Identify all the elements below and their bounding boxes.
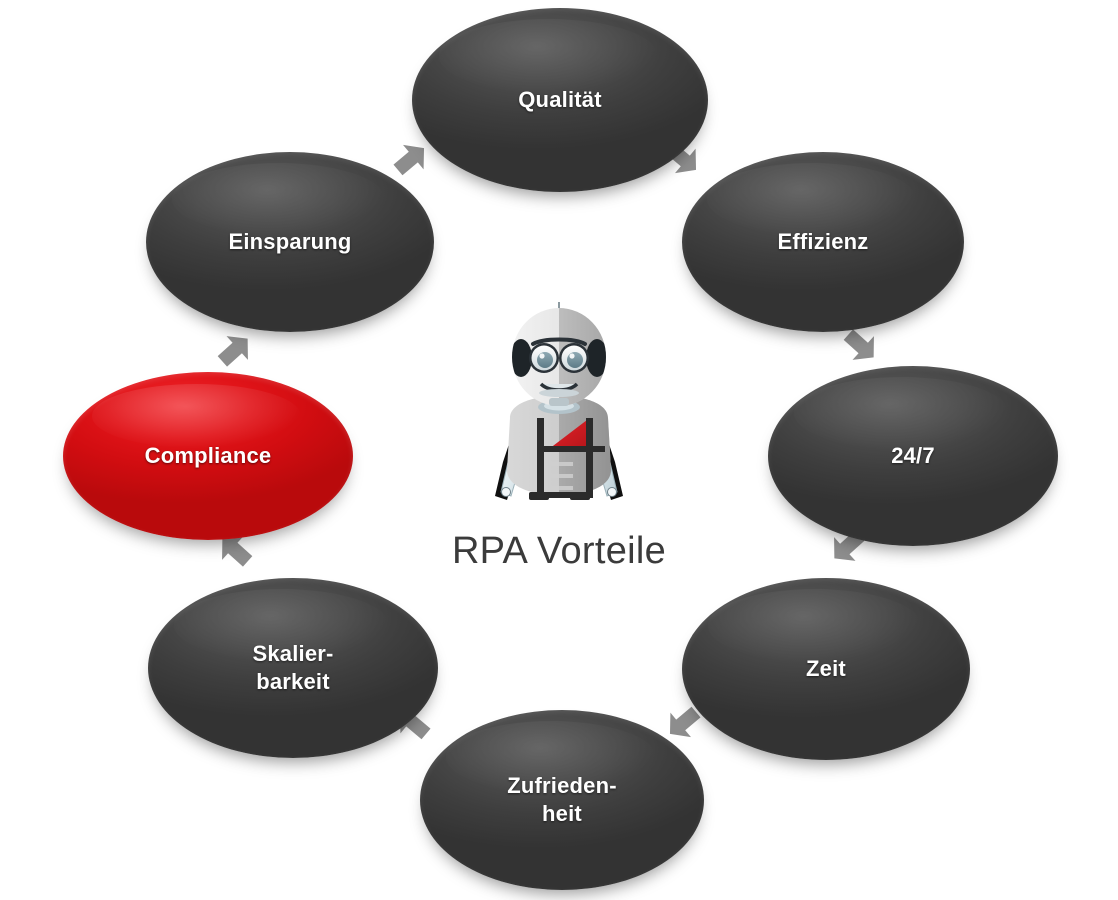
node-skalierbarkeit[interactable]: Skalier- barkeit xyxy=(148,578,438,758)
node-label-compliance: Compliance xyxy=(144,442,272,468)
node-label-24-7: 24/7 xyxy=(891,442,935,468)
node-label-zufriedenheit: Zufrieden- heit xyxy=(507,772,617,826)
node-zufriedenheit[interactable]: Zufrieden- heit xyxy=(420,710,704,890)
robot-icon xyxy=(494,302,623,500)
node-effizienz[interactable]: Effizienz xyxy=(682,152,964,332)
node-label-skalierbarkeit: Skalier- barkeit xyxy=(252,640,334,694)
node-label-zeit: Zeit xyxy=(806,655,846,681)
node-einsparung[interactable]: Einsparung xyxy=(146,152,434,332)
diagram-center-hub: RPA Vorteile xyxy=(404,300,714,590)
node-label-effizienz: Effizienz xyxy=(777,228,869,254)
node-label-qualitaet: Qualität xyxy=(518,86,602,112)
node-24-7[interactable]: 24/7 xyxy=(768,366,1058,546)
node-compliance[interactable]: Compliance xyxy=(63,372,353,540)
node-label-einsparung: Einsparung xyxy=(228,228,352,254)
node-qualitaet[interactable]: Qualität xyxy=(412,8,708,192)
robot-head xyxy=(511,308,606,406)
robot-chest-logo xyxy=(536,418,605,498)
node-zeit[interactable]: Zeit xyxy=(682,578,970,760)
hub-caption: RPA Vorteile xyxy=(451,530,667,572)
